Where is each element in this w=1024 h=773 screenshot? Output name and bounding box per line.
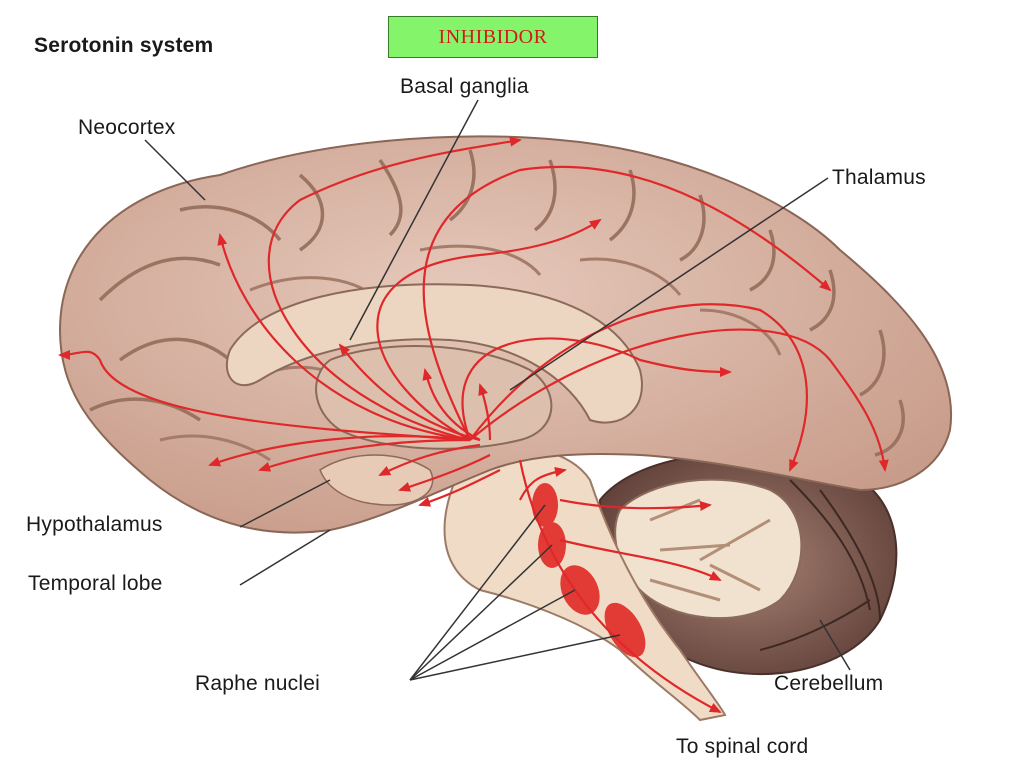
leader-basal-ganglia [349, 99, 479, 341]
label-basal-ganglia: Basal ganglia [400, 75, 529, 98]
pathway-parietal [469, 303, 808, 472]
page-title: Serotonin system [34, 34, 214, 57]
pathway-occipital [469, 328, 889, 472]
pathway-temporal-1 [208, 435, 471, 467]
pathway-cingulate [376, 218, 602, 441]
pathway-basal [338, 343, 481, 442]
pathway-frontal [58, 349, 471, 442]
label-spinal-cord: To spinal cord [676, 735, 809, 758]
pathway-septal [422, 368, 481, 441]
pathway-thal-short [478, 383, 492, 441]
label-temporal-lobe: Temporal lobe [28, 572, 163, 595]
pathway-raphe-up [519, 467, 567, 501]
leader-raphe-3 [409, 589, 576, 681]
label-cerebellum: Cerebellum [774, 672, 884, 695]
pathway-mid-front [217, 233, 471, 442]
pathway-thalamic [461, 337, 732, 441]
leader-raphe-2 [409, 544, 553, 681]
leader-hypothalamus [239, 479, 331, 528]
pathway-cerebellum-2 [559, 538, 722, 581]
pathway-temporal-2 [258, 438, 471, 472]
leader-temporal-lobe [239, 529, 331, 586]
serotonin-pathways [58, 136, 889, 713]
leader-lines [144, 99, 851, 681]
pathway-hypo-2 [398, 454, 491, 492]
hypothalamus-shape [319, 454, 434, 506]
pathway-cerebellum-1 [559, 498, 712, 511]
label-neocortex: Neocortex [78, 116, 176, 139]
label-hypothalamus: Hypothalamus [26, 513, 163, 536]
pathway-spinal [518, 459, 722, 713]
label-thalamus: Thalamus [832, 166, 926, 189]
leader-cerebellum [819, 619, 851, 671]
label-raphe-nuclei: Raphe nuclei [195, 672, 320, 695]
pathway-hypo-3 [418, 469, 501, 507]
leader-thalamus [509, 177, 829, 391]
pathway-top [267, 136, 522, 442]
leader-neocortex [144, 139, 206, 201]
leader-raphe-4 [409, 634, 621, 681]
inhibidor-badge: INHIBIDOR [388, 16, 598, 58]
leader-raphe-1 [409, 504, 546, 681]
pathway-hypo-1 [378, 443, 481, 476]
